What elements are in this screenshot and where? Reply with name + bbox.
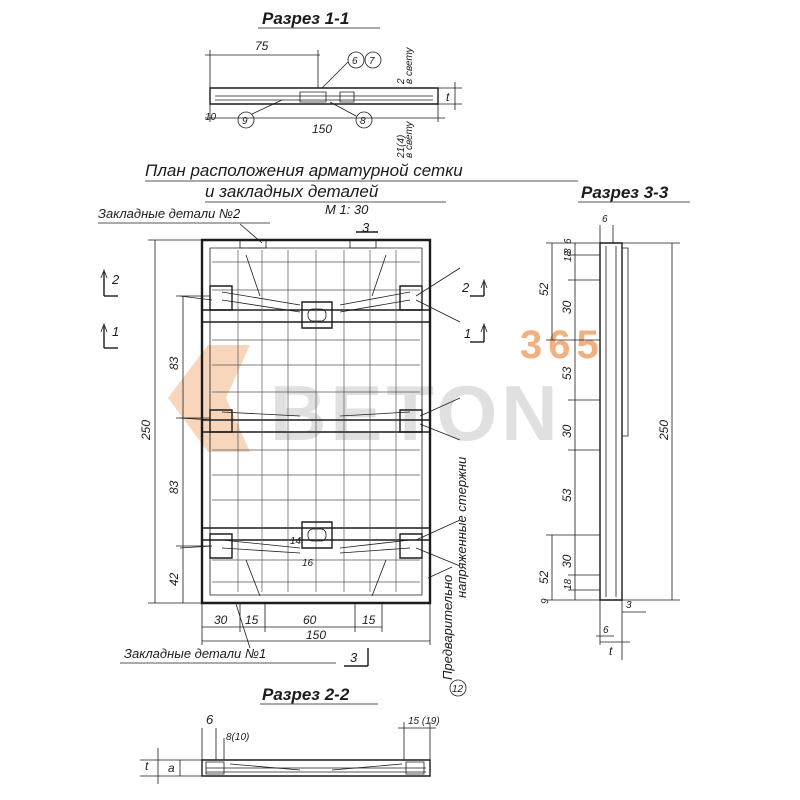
dim-9: 9 [540, 598, 551, 604]
dim-30-bot: 30 [560, 554, 574, 568]
cut-2-right: 2 [461, 280, 470, 295]
dim-150-s1: 150 [312, 122, 332, 136]
dim-8-10: 8(10) [226, 732, 249, 743]
dim-30-top: 30 [560, 300, 574, 314]
dim-15-a: 15 [245, 613, 259, 627]
watermark-logo-mark [168, 345, 250, 452]
cut-3-top: 3 [362, 220, 370, 235]
dim-53-bot: 53 [560, 488, 574, 502]
plan-horizontal-dims: 30 15 60 15 150 [202, 603, 430, 645]
label-embedded-1: Закладные детали №1 [124, 646, 266, 661]
watermark: 365 BETON [168, 323, 605, 457]
section-1-1-title: Разрез 1-1 [262, 9, 349, 28]
plan-tendons [222, 255, 410, 596]
dim-30-mid: 30 [560, 424, 574, 438]
cut-markers: 2 1 2 1 [101, 270, 487, 348]
dim-21-4: 21(4) [396, 135, 407, 159]
dim-6-top: 6 [602, 214, 608, 225]
dim-150-plan: 150 [306, 628, 326, 642]
label-v-svetu-a: в свету [404, 46, 415, 84]
dim-6-bot: 6 [603, 625, 609, 636]
plan-view: Закладные детали №2 3 [98, 206, 487, 697]
dim-3-bot: 3 [626, 600, 632, 611]
cut-3-bottom: 3 [350, 650, 358, 665]
watermark-word: BETON [270, 369, 562, 457]
callout-12 [449, 679, 467, 697]
cut-1-left: 1 [112, 324, 119, 339]
label-embedded-2: Закладные детали №2 [98, 206, 241, 221]
dim-42: 42 [167, 572, 181, 586]
dim-60: 60 [303, 613, 317, 627]
plan-scale: М 1: 30 [325, 202, 369, 217]
section-1-1: Разрез 1-1 75 150 10 t 6 7 9 8 [205, 9, 462, 159]
dim-6-s2: 6 [206, 712, 214, 727]
dim-52-top: 52 [537, 282, 551, 296]
label-v-svetu-b: в свету [404, 120, 415, 158]
plan-title-line-1: План расположения арматурной сетки [145, 161, 463, 180]
dim-3-top: 3 [563, 248, 574, 254]
section-3-3-title: Разрез 3-3 [581, 183, 669, 202]
cut-1-right: 1 [464, 326, 471, 341]
callout-7 [364, 51, 382, 69]
dim-2: 2 [396, 78, 407, 85]
callout-6 [347, 51, 365, 69]
callout-9-label: 9 [242, 116, 248, 127]
dim-6-s3: 6 [563, 238, 574, 244]
cut-2-left: 2 [111, 272, 120, 287]
plan-lifting-loops [302, 302, 332, 548]
dim-250-plan: 250 [139, 420, 153, 441]
dim-30: 30 [214, 613, 228, 627]
plan-title-block: План расположения арматурной сетки и зак… [145, 161, 578, 217]
callout-12-label: 12 [452, 684, 464, 695]
dim-t-s1: t [446, 90, 450, 104]
dim-18-top: 18 [563, 250, 574, 262]
dim-53-top: 53 [560, 366, 574, 380]
section-2-2-title: Разрез 2-2 [262, 685, 350, 704]
dim-83-a: 83 [167, 356, 181, 370]
dim-14: 14 [290, 536, 302, 547]
dim-16: 16 [302, 558, 314, 569]
callout-8 [355, 111, 373, 129]
callout-7-label: 7 [369, 56, 375, 67]
section-2-2: Разрез 2-2 t a 6 8(10) 15 (19) [140, 685, 440, 784]
watermark-number: 365 [520, 323, 605, 367]
dim-18-bot: 18 [563, 578, 574, 590]
dim-15-19: 15 (19) [408, 716, 440, 727]
plan-vertical-dims: 250 83 83 42 [139, 240, 210, 603]
section-1-1-slab [210, 88, 438, 104]
label-prestressed-2: напряженные стержни [454, 457, 469, 598]
section-2-2-slab [202, 760, 430, 776]
dim-75: 75 [255, 39, 269, 53]
callout-8-label: 8 [360, 116, 366, 127]
callout-6-label: 6 [352, 56, 358, 67]
section-3-3-dims: 6 18 3 52 30 53 30 53 30 52 18 9 [537, 238, 600, 604]
dim-250-s3: 250 [657, 420, 671, 441]
plan-title-line-2: и закладных деталей [205, 182, 379, 201]
label-prestressed: Предварительно [440, 575, 455, 680]
callout-9 [237, 111, 255, 129]
section-3-3-slab [600, 243, 622, 600]
dim-15-b: 15 [362, 613, 376, 627]
section-3-3: Разрез 3-3 6 6 18 3 52 [537, 183, 690, 660]
dim-10: 10 [205, 112, 217, 123]
dim-t-s3: t [609, 644, 613, 658]
dim-t-s2: t [145, 759, 149, 773]
dim-52-bot: 52 [537, 570, 551, 584]
dim-83-b: 83 [167, 480, 181, 494]
dim-a-s2: a [168, 761, 175, 775]
